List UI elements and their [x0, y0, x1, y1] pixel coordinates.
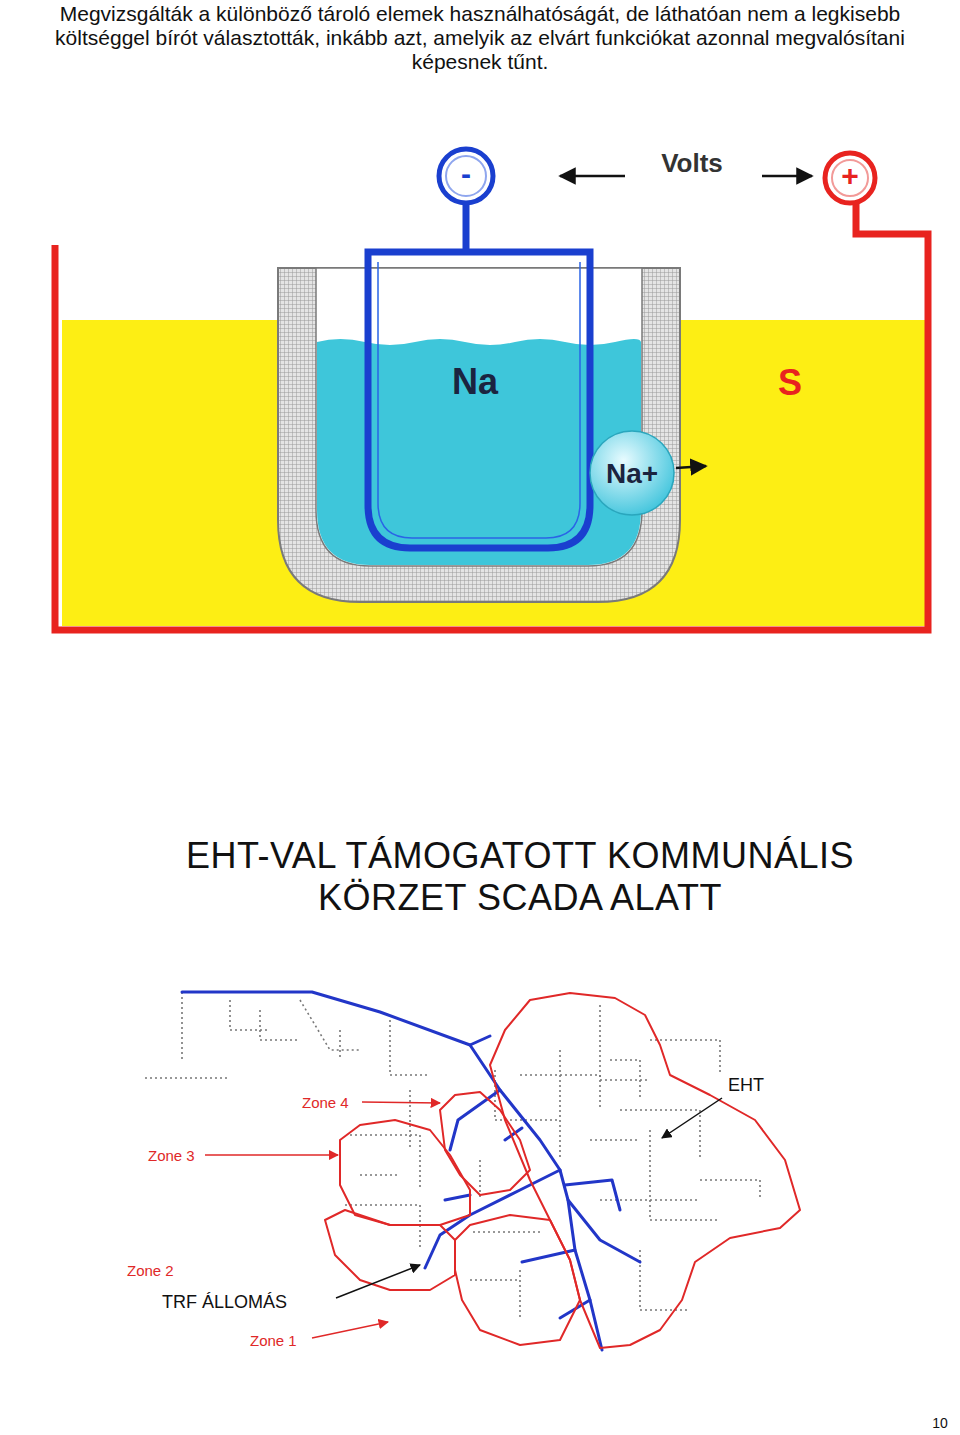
page-number: 10 — [932, 1416, 948, 1430]
station-label: TRF ÁLLOMÁS — [162, 1293, 287, 1311]
zone-label: Zone 4 — [302, 1095, 349, 1110]
eht-label: EHT — [728, 1076, 764, 1094]
zone-label: Zone 1 — [250, 1333, 297, 1348]
zone-label: Zone 3 — [148, 1148, 195, 1163]
network-map — [145, 992, 800, 1350]
zone-label: Zone 2 — [127, 1263, 174, 1278]
sodium-ion-label: Na+ — [606, 460, 658, 488]
sodium-label: Na — [452, 364, 498, 400]
sulfur-label: S — [778, 365, 802, 401]
plus-terminal: + — [841, 161, 859, 191]
section-heading: EHT-VAL TÁMOGATOTT KOMMUNÁLIS KÖRZET SCA… — [140, 835, 900, 919]
intro-paragraph: Megvizsgálták a különböző tároló elemek … — [30, 2, 930, 74]
voltage-label: Volts — [661, 150, 723, 176]
minus-terminal: - — [461, 159, 471, 189]
battery-illustration — [55, 149, 928, 630]
